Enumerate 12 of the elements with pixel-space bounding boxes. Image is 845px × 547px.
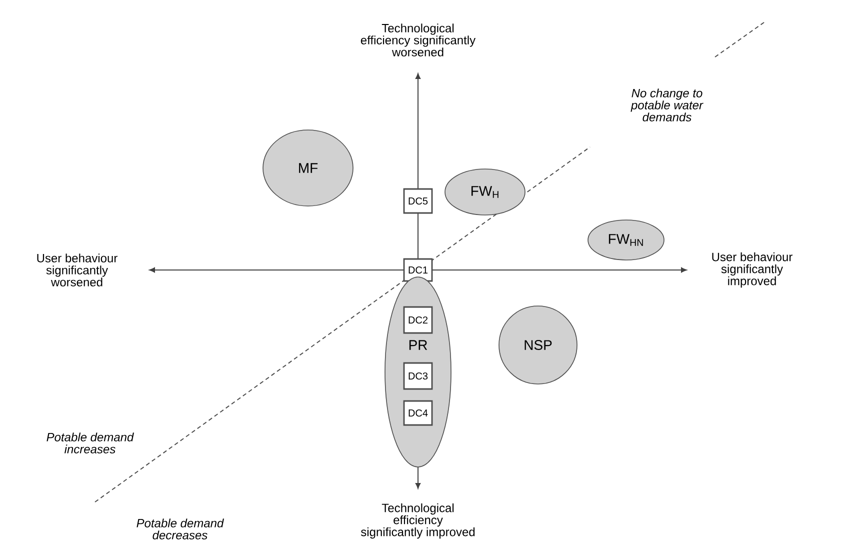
axis-label: Potable demand decreases [136, 518, 224, 540]
axis-label: Potable demand increases [46, 432, 134, 454]
axis-label: User behaviour significantly worsened [37, 254, 118, 286]
axis-label: User behaviour significantly improved [712, 252, 792, 288]
axis-label: No change to potable water demands [630, 88, 704, 122]
dc-box: DC3 [403, 362, 433, 390]
dc-box: DC5 [403, 188, 433, 214]
axis-label: Technological efficiency significantly worsened [360, 24, 476, 56]
dc-box: DC4 [403, 400, 433, 426]
dc-box: DC2 [403, 306, 433, 334]
axis-label: Technological efficiency significantly improved [360, 503, 475, 539]
dc-box: DC1 [403, 258, 433, 282]
